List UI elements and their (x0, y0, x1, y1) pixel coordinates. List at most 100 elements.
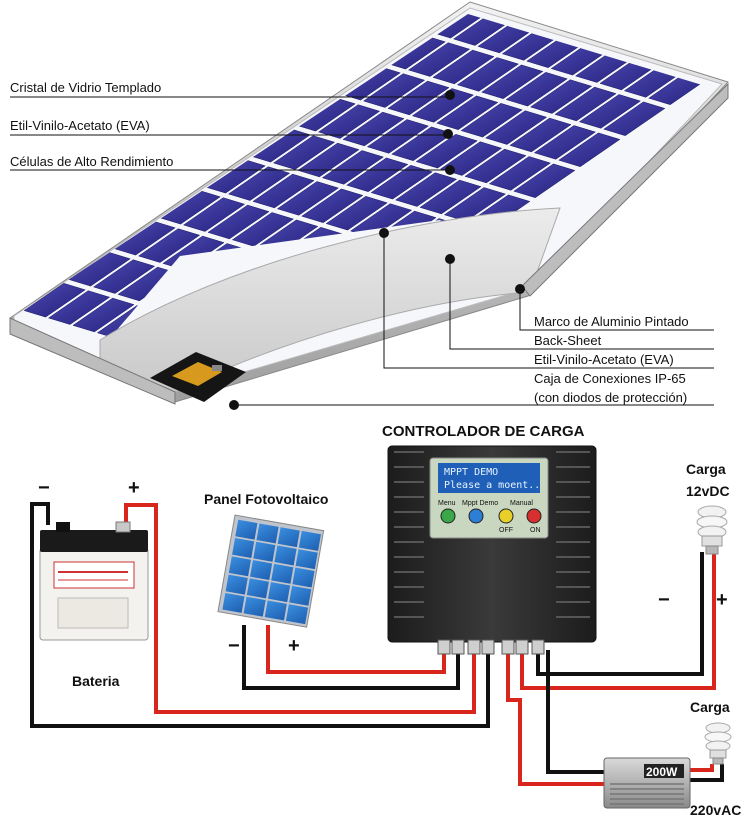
terminal (467, 639, 481, 655)
solar-cell (603, 101, 666, 136)
pv-cell (289, 585, 312, 606)
dc-load-positive-wire (520, 552, 716, 690)
solar-cell (207, 204, 270, 240)
controller-title: CONTROLADOR DE CARGA (382, 423, 585, 440)
pv-cell (256, 523, 279, 544)
controller-terminals (437, 639, 545, 655)
solar-cell (297, 142, 360, 178)
solar-cell (72, 297, 135, 333)
solar-cell (460, 103, 523, 138)
dc-load-minus-sign: − (658, 589, 670, 611)
pv-plus-sign: + (288, 635, 300, 657)
pv-cell (292, 567, 315, 588)
terminal (437, 639, 451, 655)
battery-positive-wire (124, 503, 476, 714)
menu-button[interactable] (440, 508, 456, 524)
label-back-sheet: Back-Sheet (534, 333, 602, 348)
pv-minus-sign: − (228, 635, 240, 657)
solar-cell (231, 212, 295, 247)
solar-cell (342, 111, 405, 147)
solar-cell (137, 228, 201, 263)
solar-cell (484, 110, 548, 145)
terminal (451, 639, 465, 655)
pv-cell (228, 556, 251, 577)
inverter-negative-wire (546, 650, 604, 774)
wiring (30, 502, 724, 786)
pv-cell (235, 519, 258, 540)
terminal (515, 639, 529, 655)
solar-cell (346, 157, 409, 192)
dc-load-voltage: 12vDC (686, 483, 730, 499)
solar-cell (370, 165, 433, 200)
ac-load-wire-red (690, 764, 714, 772)
junction-box (150, 352, 246, 402)
controller-lcd (438, 463, 540, 493)
solar-cell (23, 283, 86, 318)
battery-negative-wire (30, 502, 490, 728)
solar-cell (321, 150, 385, 185)
solar-cell (252, 173, 315, 209)
inverter-power-label: 200W (646, 765, 678, 779)
battery (39, 521, 149, 641)
solar-cell (92, 259, 156, 294)
solar-cell (366, 119, 430, 154)
pv-cell (222, 592, 245, 613)
solar-cell (481, 64, 544, 99)
solar-cell (182, 197, 246, 232)
solar-cell (317, 104, 381, 139)
pv-panel-label: Panel Fotovoltaico (204, 491, 328, 507)
pv-cell (285, 604, 309, 625)
solar-cell (407, 42, 471, 77)
battery-label: Bateria (72, 673, 120, 689)
pv-positive-wire (266, 625, 446, 674)
label-junction-box-diodes: (con diodos de protección) (534, 390, 687, 405)
solar-cell (301, 188, 364, 223)
solar-cell (276, 181, 340, 216)
label-tempered-glass: Cristal de Vidrio Templado (10, 80, 161, 95)
on-button[interactable] (526, 508, 542, 524)
label-eva-top: Etil-Vinilo-Acetato (EVA) (10, 118, 150, 133)
terminal (501, 639, 515, 655)
terminal (531, 639, 545, 655)
button-label-mppt-demo: Mppt Demo (462, 500, 498, 507)
solar-cell (411, 88, 475, 123)
battery-plus-sign: + (128, 477, 140, 499)
solar-cell (456, 57, 520, 92)
solar-cell (505, 72, 568, 107)
pv-cell (232, 538, 255, 558)
frame-edge (9, 317, 176, 405)
pv-cell (264, 600, 287, 621)
pv-cell (267, 582, 291, 603)
button-label-menu: Menu (438, 500, 456, 507)
lcd-line-1: MPPT DEMO (444, 467, 498, 478)
solar-cell (47, 290, 111, 325)
pv-cell (225, 574, 248, 595)
pv-cell (298, 530, 321, 551)
pv-negative-wire (242, 625, 460, 690)
pv-panel (217, 514, 325, 628)
solar-cell (439, 141, 503, 176)
pv-cell (271, 563, 294, 584)
button-label-on: ON (530, 527, 541, 534)
solar-cell (362, 73, 426, 108)
panel-leader-lines (10, 90, 714, 410)
pv-cell (243, 596, 266, 617)
button-label-off: OFF (499, 527, 513, 534)
solar-cell (554, 86, 617, 122)
mppt-demo-button[interactable] (468, 508, 484, 524)
ac-load-bulb (704, 722, 732, 765)
solar-cell (325, 196, 388, 231)
pv-cell (295, 549, 318, 570)
dc-load-label: Carga (686, 461, 726, 477)
button-label-manual: Manual (510, 500, 533, 507)
solar-cell (488, 156, 552, 191)
pv-cell (277, 527, 300, 548)
solar-cell (387, 80, 450, 116)
pv-cell (246, 578, 269, 599)
solar-cell (394, 172, 458, 207)
label-aluminium-frame: Marco de Aluminio Pintado (534, 314, 689, 329)
solar-cell (432, 49, 495, 85)
ac-load-voltage: 220vAC (690, 802, 741, 818)
off-button[interactable] (498, 508, 514, 524)
